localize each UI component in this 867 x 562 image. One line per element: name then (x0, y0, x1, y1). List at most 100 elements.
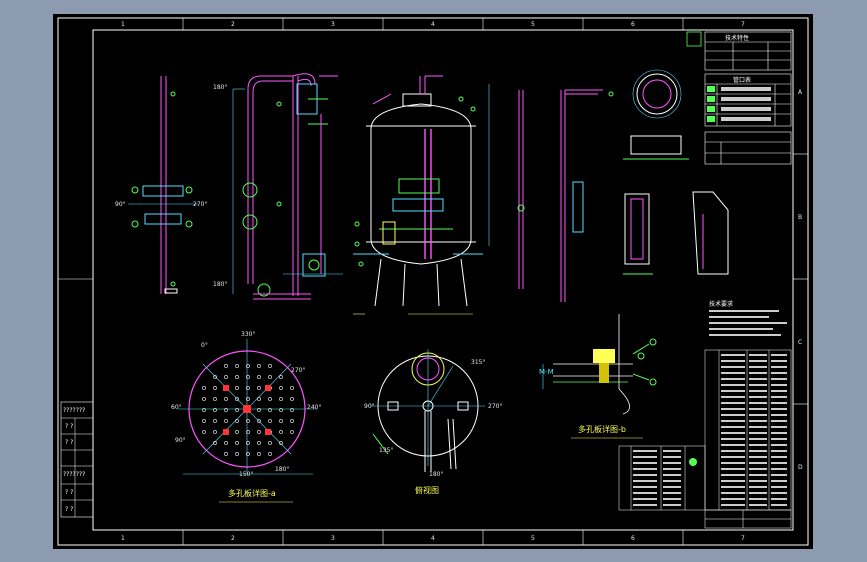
parts-row-text (771, 378, 787, 380)
plate-a-150: 150° (239, 471, 253, 478)
parts-row-text (721, 498, 745, 500)
perforation-hole (257, 375, 261, 379)
cad-viewport[interactable]: 1 2 3 4 5 6 7 1 2 3 4 5 6 7 A B C D (53, 14, 813, 549)
parts-row-text (633, 462, 657, 464)
zone-c: C (798, 339, 802, 346)
perforation-hole (279, 397, 283, 401)
parts-row-text (721, 408, 745, 410)
inner-border (92, 29, 794, 531)
parts-row-text (663, 462, 681, 464)
perforation-hole (246, 419, 250, 423)
perforation-hole (257, 441, 261, 445)
parts-row-text (749, 420, 767, 422)
parts-row-text (771, 432, 787, 434)
parts-row-text (771, 402, 787, 404)
perforation-hole (290, 408, 294, 412)
parts-row-text (633, 492, 657, 494)
parts-row-text (771, 372, 787, 374)
perforation-hole (257, 397, 261, 401)
parts-row-text (771, 480, 787, 482)
parts-row-text (633, 504, 657, 506)
parts-row-text (749, 366, 767, 368)
perforation-hole (224, 441, 228, 445)
zone-letters-side: A B C D (58, 89, 808, 471)
parts-row-text (633, 474, 657, 476)
parts-row-text (749, 468, 767, 470)
angle-180-top: 180° (213, 84, 227, 91)
parts-row-text (749, 438, 767, 440)
parts-row-text (771, 420, 787, 422)
perforation-hole (246, 452, 250, 456)
parts-row-text (771, 486, 787, 488)
caption-plate-b: 多孔板详图-b (578, 424, 626, 434)
perforation-hole (224, 419, 228, 423)
pipe-elevation-mid (283, 75, 343, 277)
plate-a-240: 240° (307, 404, 321, 411)
parts-row-text (771, 492, 787, 494)
title-block-header: 技术特性 (725, 34, 749, 42)
parts-row-text (771, 426, 787, 428)
parts-row-text (749, 402, 767, 404)
parts-row-text (721, 396, 745, 398)
zone-2-bottom: 2 (231, 535, 235, 542)
parts-row-text (721, 378, 745, 380)
perforation-hole (224, 408, 228, 412)
parts-row-text (749, 486, 767, 488)
nozzle-table-header: 管口表 (733, 76, 751, 84)
parts-row-text (721, 354, 745, 356)
zone-4: 4 (431, 21, 435, 28)
perforation-hole (235, 408, 239, 412)
parts-row-text (633, 450, 657, 452)
parts-row-text (771, 354, 787, 356)
zone-numbers-bottom: 1 2 3 4 5 6 7 (121, 530, 745, 545)
parts-row-text (771, 468, 787, 470)
top-view-180: 180° (429, 471, 443, 478)
parts-row-text (721, 504, 745, 506)
zone-4-bottom: 4 (431, 535, 435, 542)
rev-row-4: ??????? (63, 471, 85, 478)
parts-row-text (721, 432, 745, 434)
parts-row-text (749, 390, 767, 392)
perforation-hole (224, 452, 228, 456)
parts-list (618, 349, 792, 529)
top-view-90: 90° (364, 403, 375, 410)
perforation-hole (213, 375, 217, 379)
parts-row-text (749, 432, 767, 434)
rev-row-6: ? ? (65, 506, 73, 513)
angle-180-bottom: 180° (213, 281, 227, 288)
parts-row-text (771, 444, 787, 446)
zone-d: D (798, 464, 803, 471)
parts-row-text (721, 372, 745, 374)
left-revision-block: ??????? ? ? ? ? ??????? ? ? ? ? (60, 401, 94, 518)
parts-row-text (749, 480, 767, 482)
detail-label-mm: M-M (539, 368, 554, 376)
parts-row-text (749, 474, 767, 476)
angle-90-left: 90° (115, 201, 126, 208)
zone-3: 3 (331, 21, 335, 28)
perforation-hole (268, 397, 272, 401)
zone-3-bottom: 3 (331, 535, 335, 542)
parts-row-text (721, 462, 745, 464)
parts-row-text (721, 486, 745, 488)
parts-row-text (721, 450, 745, 452)
perforation-hole (257, 408, 261, 412)
parts-row-text (721, 456, 745, 458)
angle-270-left: 270° (193, 201, 207, 208)
rev-row-1: ??????? (63, 407, 85, 414)
caption-plate-a: 多孔板详图-a (228, 488, 276, 498)
parts-row-text (663, 504, 681, 506)
parts-row-text (771, 474, 787, 476)
parts-row-text (721, 366, 745, 368)
perforation-hole (224, 397, 228, 401)
parts-row-text (749, 408, 767, 410)
parts-row-text (721, 420, 745, 422)
perforation-hole (246, 441, 250, 445)
parts-row-text (771, 360, 787, 362)
stamp-box (686, 31, 702, 47)
perforated-plate-a (178, 339, 317, 475)
perforation-hole (202, 419, 206, 423)
zone-b: B (798, 214, 802, 221)
parts-row-text (721, 402, 745, 404)
parts-row-text (721, 390, 745, 392)
perforation-hole (268, 375, 272, 379)
